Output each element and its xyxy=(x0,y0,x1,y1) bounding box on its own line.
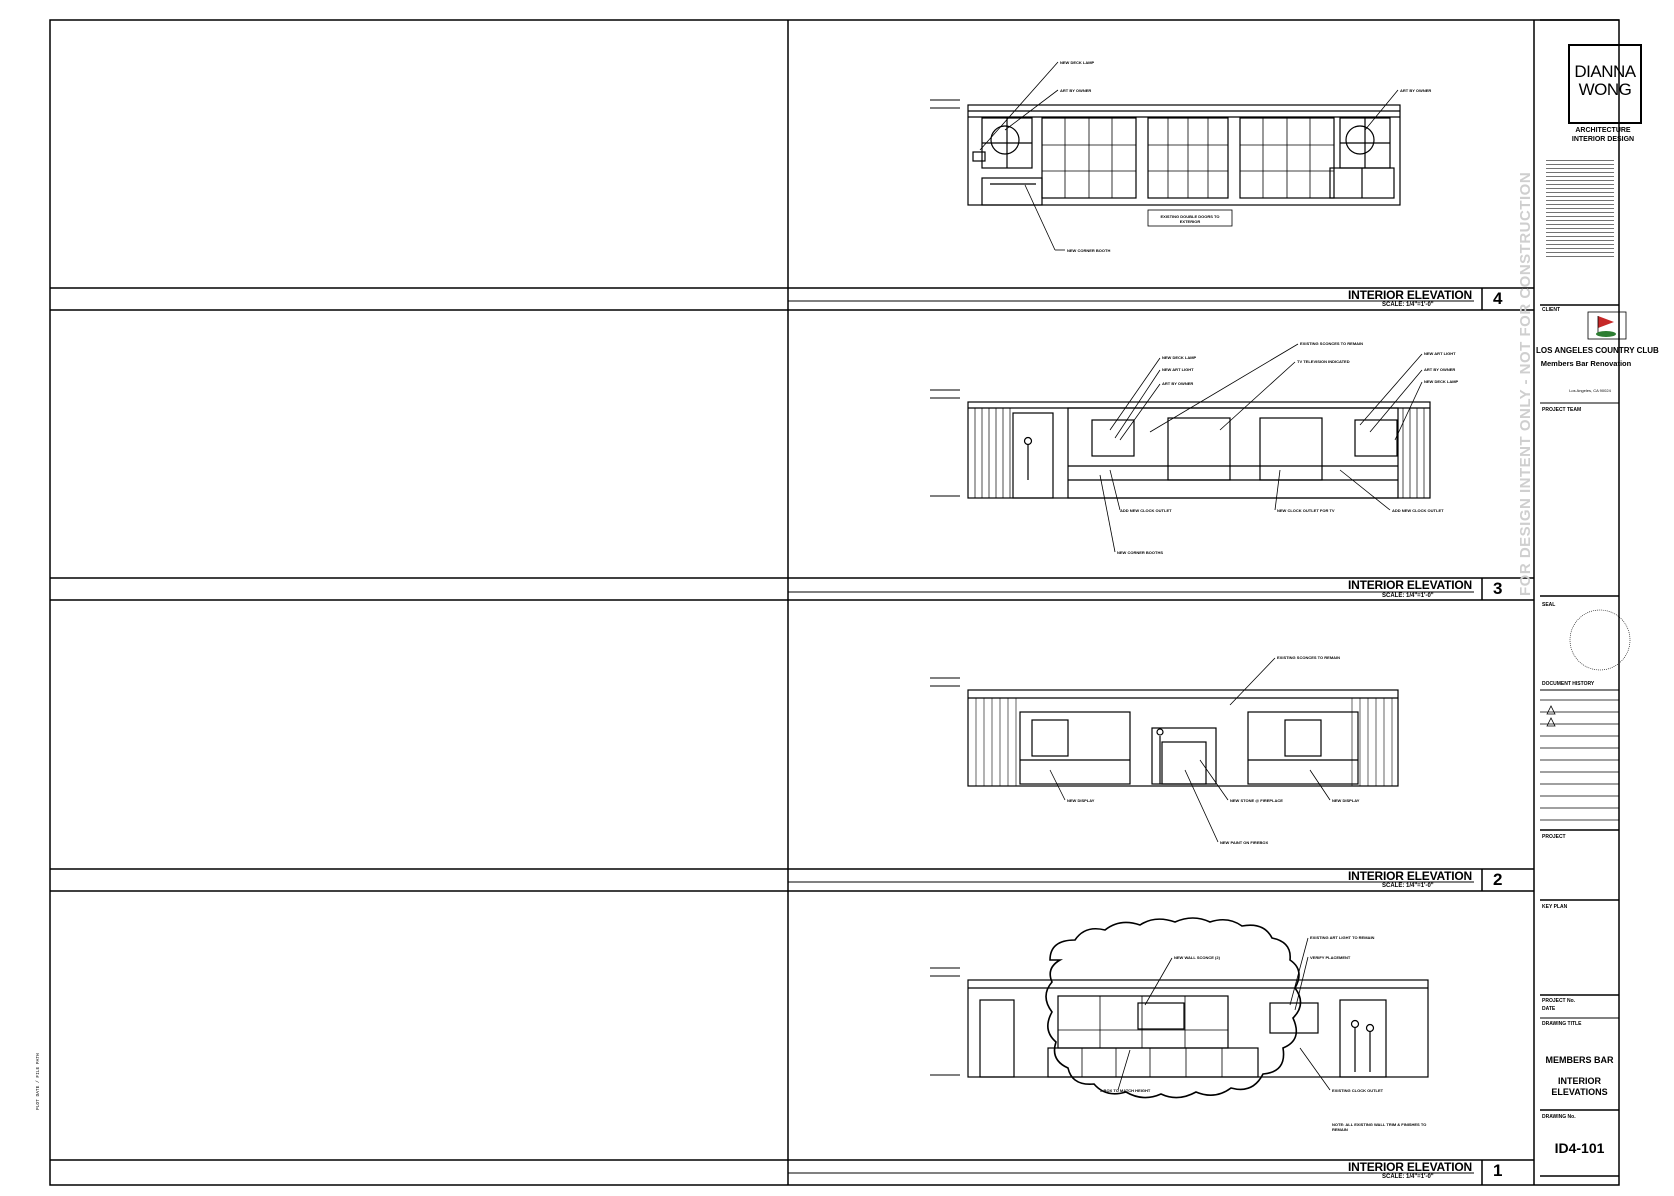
note: NEW WALL SCONCE (2) xyxy=(1174,955,1220,960)
note: NEW CORNER BOOTHS xyxy=(1117,550,1163,555)
note: ADD NEW CLOCK OUTLET xyxy=(1120,508,1172,513)
project-label: PROJECT xyxy=(1542,834,1566,840)
drawing-title-label: DRAWING TITLE xyxy=(1542,1021,1582,1027)
panel-4-title: INTERIOR ELEVATION xyxy=(1348,288,1472,302)
note: NEW CORNER BOOTH xyxy=(1067,248,1111,253)
client-address: Los Angeles, CA 90024 xyxy=(1569,388,1611,393)
note: EXISTING ART LIGHT TO REMAIN xyxy=(1310,935,1375,940)
note: NEW PAINT ON FIREBOX xyxy=(1220,840,1269,845)
design-intent-stamp: FOR DESIGN INTENT ONLY - NOT FOR CONSTRU… xyxy=(1517,171,1534,596)
note: EXISTING SCONCES TO REMAIN xyxy=(1300,341,1364,346)
client-project: Members Bar Renovation xyxy=(1540,359,1632,368)
note: NEW CLOCK OUTLET FOR TV xyxy=(1277,508,1335,513)
drawing-number-label: DRAWING No. xyxy=(1542,1114,1576,1120)
note: NEW DISPLAY xyxy=(1332,798,1360,803)
firm-tagline-1: ARCHITECTURE xyxy=(1575,127,1631,134)
client-name: LOS ANGELES COUNTRY CLUB xyxy=(1536,346,1659,355)
note: ART BY OWNER xyxy=(1424,367,1456,372)
seal-label: SEAL xyxy=(1542,602,1556,608)
note: EXISTING SCONCES TO REMAIN xyxy=(1277,655,1341,660)
key-plan-label: KEY PLAN xyxy=(1542,904,1568,910)
note: NEW DISPLAY xyxy=(1067,798,1095,803)
note: NEW ART LIGHT xyxy=(1162,367,1194,372)
panel-2-title: INTERIOR ELEVATION xyxy=(1348,869,1472,883)
panel-4-scale: SCALE: 1/4"=1'-0" xyxy=(1382,302,1434,308)
note: NOTE: ALL EXISTING WALL TRIM & FINISHES … xyxy=(1332,1122,1427,1132)
note: ADD NEW CLOCK OUTLET xyxy=(1392,508,1444,513)
client-logo-icon xyxy=(1587,311,1627,340)
panel-2-number: 2 xyxy=(1493,870,1503,889)
note: EXISTING DOUBLE DOORS TO EXTERIOR xyxy=(1160,214,1220,224)
drawing-title-line-1: MEMBERS BAR xyxy=(1545,1055,1614,1065)
note: ART BY OWNER xyxy=(1162,381,1194,386)
note: J-BOX TO MATCH HEIGHT xyxy=(1100,1088,1151,1093)
elevation-1-drawing xyxy=(930,917,1429,1099)
panel-3-number: 3 xyxy=(1493,579,1503,598)
note: NEW DECK LAMP xyxy=(1424,379,1459,384)
note: TV TELEVISION INDICATED xyxy=(1297,359,1350,364)
panel-4-number: 4 xyxy=(1493,289,1503,308)
elevation-2-drawing xyxy=(930,657,1399,843)
logo-line-2: WONG xyxy=(1578,80,1632,99)
note: NEW STONE @ FIREPLACE xyxy=(1230,798,1283,803)
logo-line-1: DIANNA xyxy=(1574,62,1636,81)
client-label: CLIENT xyxy=(1542,307,1561,313)
elevation-4-drawing xyxy=(930,61,1401,251)
drawing-title-line-3: ELEVATIONS xyxy=(1551,1087,1608,1097)
drawing-title-line-2: INTERIOR xyxy=(1557,1076,1601,1086)
sheet-number: ID4-101 xyxy=(1554,1140,1605,1156)
note: VERIFY PLACEMENT xyxy=(1310,955,1351,960)
note: ART BY OWNER xyxy=(1400,88,1432,93)
panel-3-title: INTERIOR ELEVATION xyxy=(1348,578,1472,592)
note: NEW DECK LAMP xyxy=(1060,60,1095,65)
document-history-label: DOCUMENT HISTORY xyxy=(1542,681,1595,687)
note: ART BY OWNER xyxy=(1060,88,1092,93)
note: EXISTING CLOCK OUTLET xyxy=(1332,1088,1384,1093)
panel-2-scale: SCALE: 1/4"=1'-0" xyxy=(1382,883,1434,889)
firm-logo: DIANNA WONG xyxy=(1568,44,1642,124)
firm-tagline-2: INTERIOR DESIGN xyxy=(1571,136,1635,143)
project-team-label: PROJECT TEAM xyxy=(1542,407,1582,413)
firm-fine-print xyxy=(1546,160,1614,260)
elevation-3-drawing xyxy=(930,343,1431,553)
date-label: DATE xyxy=(1542,1006,1556,1012)
note: NEW ART LIGHT xyxy=(1424,351,1456,356)
panel-1-number: 1 xyxy=(1493,1161,1503,1180)
panel-3-scale: SCALE: 1/4"=1'-0" xyxy=(1382,593,1434,599)
panel-1-title: INTERIOR ELEVATION xyxy=(1348,1160,1472,1174)
project-number-label: PROJECT No. xyxy=(1542,998,1576,1004)
note: NEW DECK LAMP xyxy=(1162,355,1197,360)
plot-file-note: PLOT DATE / FILE PATH xyxy=(36,1053,41,1110)
panel-1-scale: SCALE: 1/4"=1'-0" xyxy=(1382,1174,1434,1180)
